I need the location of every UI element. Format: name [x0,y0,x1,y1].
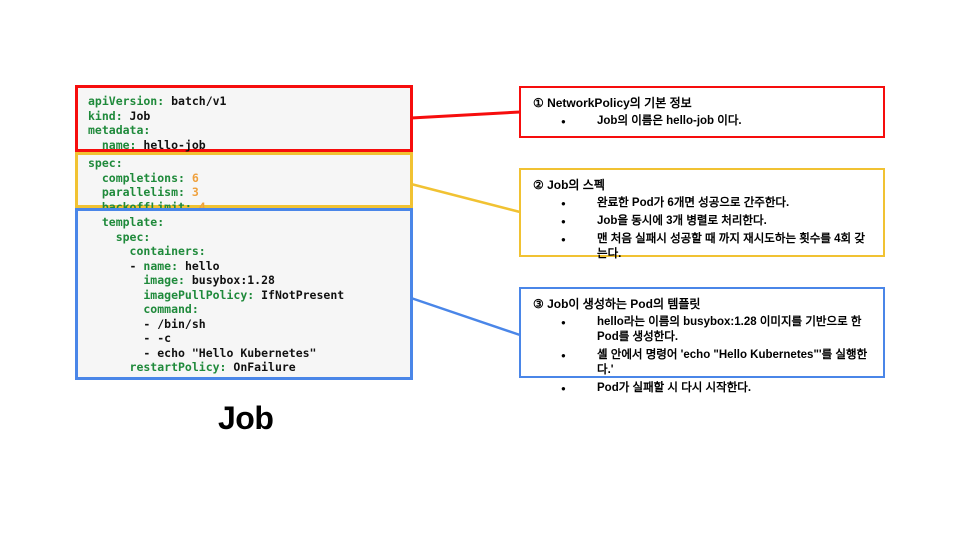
yaml-line: restartPolicy: OnFailure [88,360,410,375]
note-pod-template: ③ Job이 생성하는 Pod의 템플릿 ● hello라는 이름의 busybo… [519,287,885,394]
yaml-line: imagePullPolicy: IfNotPresent [88,288,410,303]
note-bullet: ● 완료한 Pod가 6개면 성공으로 간주한다. [533,196,875,211]
yaml-value: hello [178,258,220,273]
bullet-icon: ● [561,235,566,244]
yaml-number: 4 [191,199,206,214]
yaml-line: - -c [88,331,410,346]
bullet-text: Job을 동시에 3개 병렬로 처리한다. [597,215,767,227]
yaml-value: Job [122,108,151,123]
yaml-key: name: [143,258,179,273]
yaml-key: containers: [88,244,206,258]
bullet-icon: ● [561,351,566,360]
yaml-key: imagePullPolicy: [88,287,255,302]
yaml-line: containers: [88,244,410,259]
yaml-key: command: [88,302,199,316]
note-basic-info: ① NetworkPolicy의 기본 정보 ● Job의 이름은 hello-j… [519,86,885,138]
bullet-text: hello라는 이름의 busybox:1.28 이미지를 기반으로 한 Pod… [597,316,862,343]
note-bullet: ● Job의 이름은 hello-job 이다. [533,114,875,129]
bullet-text: Job의 이름은 hello-job 이다. [597,115,742,127]
yaml-line: name: hello-job [88,138,410,153]
connector-yellow-line [410,182,521,214]
yaml-list-item: - echo "Hello Kubernetes" [88,345,317,360]
note-bullet: ● Job을 동시에 3개 병렬로 처리한다. [533,214,875,229]
yaml-value: batch/v1 [164,94,227,108]
bullet-text: 맨 처음 실패시 성공할 때 까지 재시도하는 횟수를 4회 갖는다. [597,233,865,260]
note-bullet-list: ● hello라는 이름의 busybox:1.28 이미지를 기반으로 한 Po… [533,315,875,396]
note-heading: ② Job의 스펙 [533,178,605,192]
yaml-line: spec: [88,156,410,171]
yaml-panel-metadata: apiVersion: batch/v1 kind: Job metadata:… [75,85,413,152]
yaml-line: - echo "Hello Kubernetes" [88,346,410,361]
bullet-text: Pod가 실패할 시 다시 시작한다. [597,382,752,394]
yaml-key: kind: [88,108,123,123]
bullet-icon: ● [561,199,566,208]
yaml-list-item: - /bin/sh [88,316,206,331]
yaml-line: parallelism: 3 [88,185,410,200]
yaml-value: OnFailure [226,360,296,374]
note-bullet: ● Pod가 실패할 시 다시 시작한다. [533,381,875,396]
yaml-panel-template: template: spec: containers: - name: hell… [75,208,413,380]
yaml-line: apiVersion: batch/v1 [88,94,410,109]
yaml-line: spec: [88,230,410,245]
bullet-text: 셸 안에서 명령어 'echo "Hello Kubernetes"'를 실행한… [597,349,868,376]
note-heading: ③ Job이 생성하는 Pod의 템플릿 [533,297,701,311]
connector-red-line [410,110,521,120]
note-bullet: ● 셸 안에서 명령어 'echo "Hello Kubernetes"'를 실행… [533,348,875,378]
yaml-key: spec: [88,229,151,244]
yaml-list-item: - -c [88,331,172,345]
yaml-line: image: busybox:1.28 [88,273,410,288]
yaml-value: hello-job [136,137,206,152]
note-bullet-list: ● Job의 이름은 hello-job 이다. [533,114,875,129]
bullet-icon: ● [561,318,566,327]
yaml-key: parallelism: [88,185,185,199]
yaml-key: name: [88,137,137,152]
yaml-line: - name: hello [88,259,410,274]
yaml-number: 6 [184,170,199,185]
yaml-value: busybox:1.28 [184,273,275,287]
yaml-line: command: [88,302,410,317]
yaml-line: - /bin/sh [88,317,410,332]
yaml-key: apiVersion: [88,94,165,108]
yaml-line: metadata: [88,123,410,138]
note-job-spec: ② Job의 스펙 ● 완료한 Pod가 6개면 성공으로 간주한다. ● Job을… [519,168,885,260]
bullet-icon: ● [561,217,566,226]
yaml-line: template: [88,215,410,230]
yaml-line: completions: 6 [88,171,410,186]
note-bullet: ● 맨 처음 실패시 성공할 때 까지 재시도하는 횟수를 4회 갖는다. [533,232,875,262]
connector-blue-line [410,296,521,337]
yaml-value: IfNotPresent [254,287,345,302]
bullet-text: 완료한 Pod가 6개면 성공으로 간주한다. [597,197,790,209]
note-bullet: ● hello라는 이름의 busybox:1.28 이미지를 기반으로 한 Po… [533,315,875,345]
yaml-key: restartPolicy: [88,360,227,374]
yaml-key: completions: [88,170,185,185]
bullet-icon: ● [561,384,566,393]
yaml-line: kind: Job [88,109,410,124]
yaml-panel-spec: spec: completions: 6 parallelism: 3 back… [75,152,413,214]
yaml-dash: - [88,258,144,273]
yaml-key: metadata: [88,123,151,137]
yaml-key: template: [88,215,165,229]
yaml-key: spec: [88,156,123,170]
yaml-key: image: [88,273,185,287]
note-heading: ① NetworkPolicy의 기본 정보 [533,96,692,110]
diagram-title: Job [218,400,274,436]
note-bullet-list: ● 완료한 Pod가 6개면 성공으로 간주한다. ● Job을 동시에 3개 병렬… [533,196,875,262]
bullet-icon: ● [561,117,566,126]
yaml-number: 3 [184,185,199,199]
